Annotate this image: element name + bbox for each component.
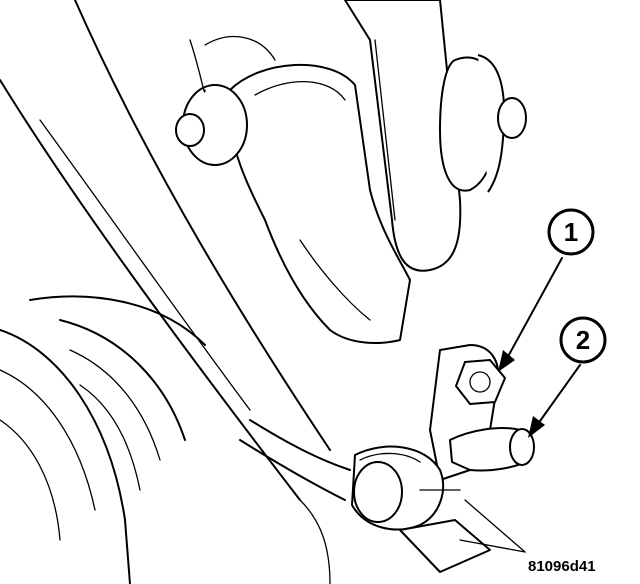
leader-lines — [459, 257, 581, 553]
strut — [344, 0, 462, 272]
callout-1: 1 — [547, 208, 595, 256]
sway-bar — [239, 419, 461, 531]
callout-2: 2 — [559, 316, 607, 364]
right-bushing — [439, 54, 527, 193]
frame-rails — [0, 0, 331, 501]
wheel — [0, 295, 206, 584]
callout-1-label: 1 — [564, 217, 578, 247]
lower-plate — [299, 499, 491, 584]
callout-2-label: 2 — [576, 325, 590, 355]
sensor-connector — [449, 427, 535, 472]
figure-id: 81096d41 — [528, 558, 596, 575]
left-bushing — [175, 35, 276, 166]
control-arm — [228, 63, 411, 344]
mounting-bolt — [455, 359, 506, 405]
